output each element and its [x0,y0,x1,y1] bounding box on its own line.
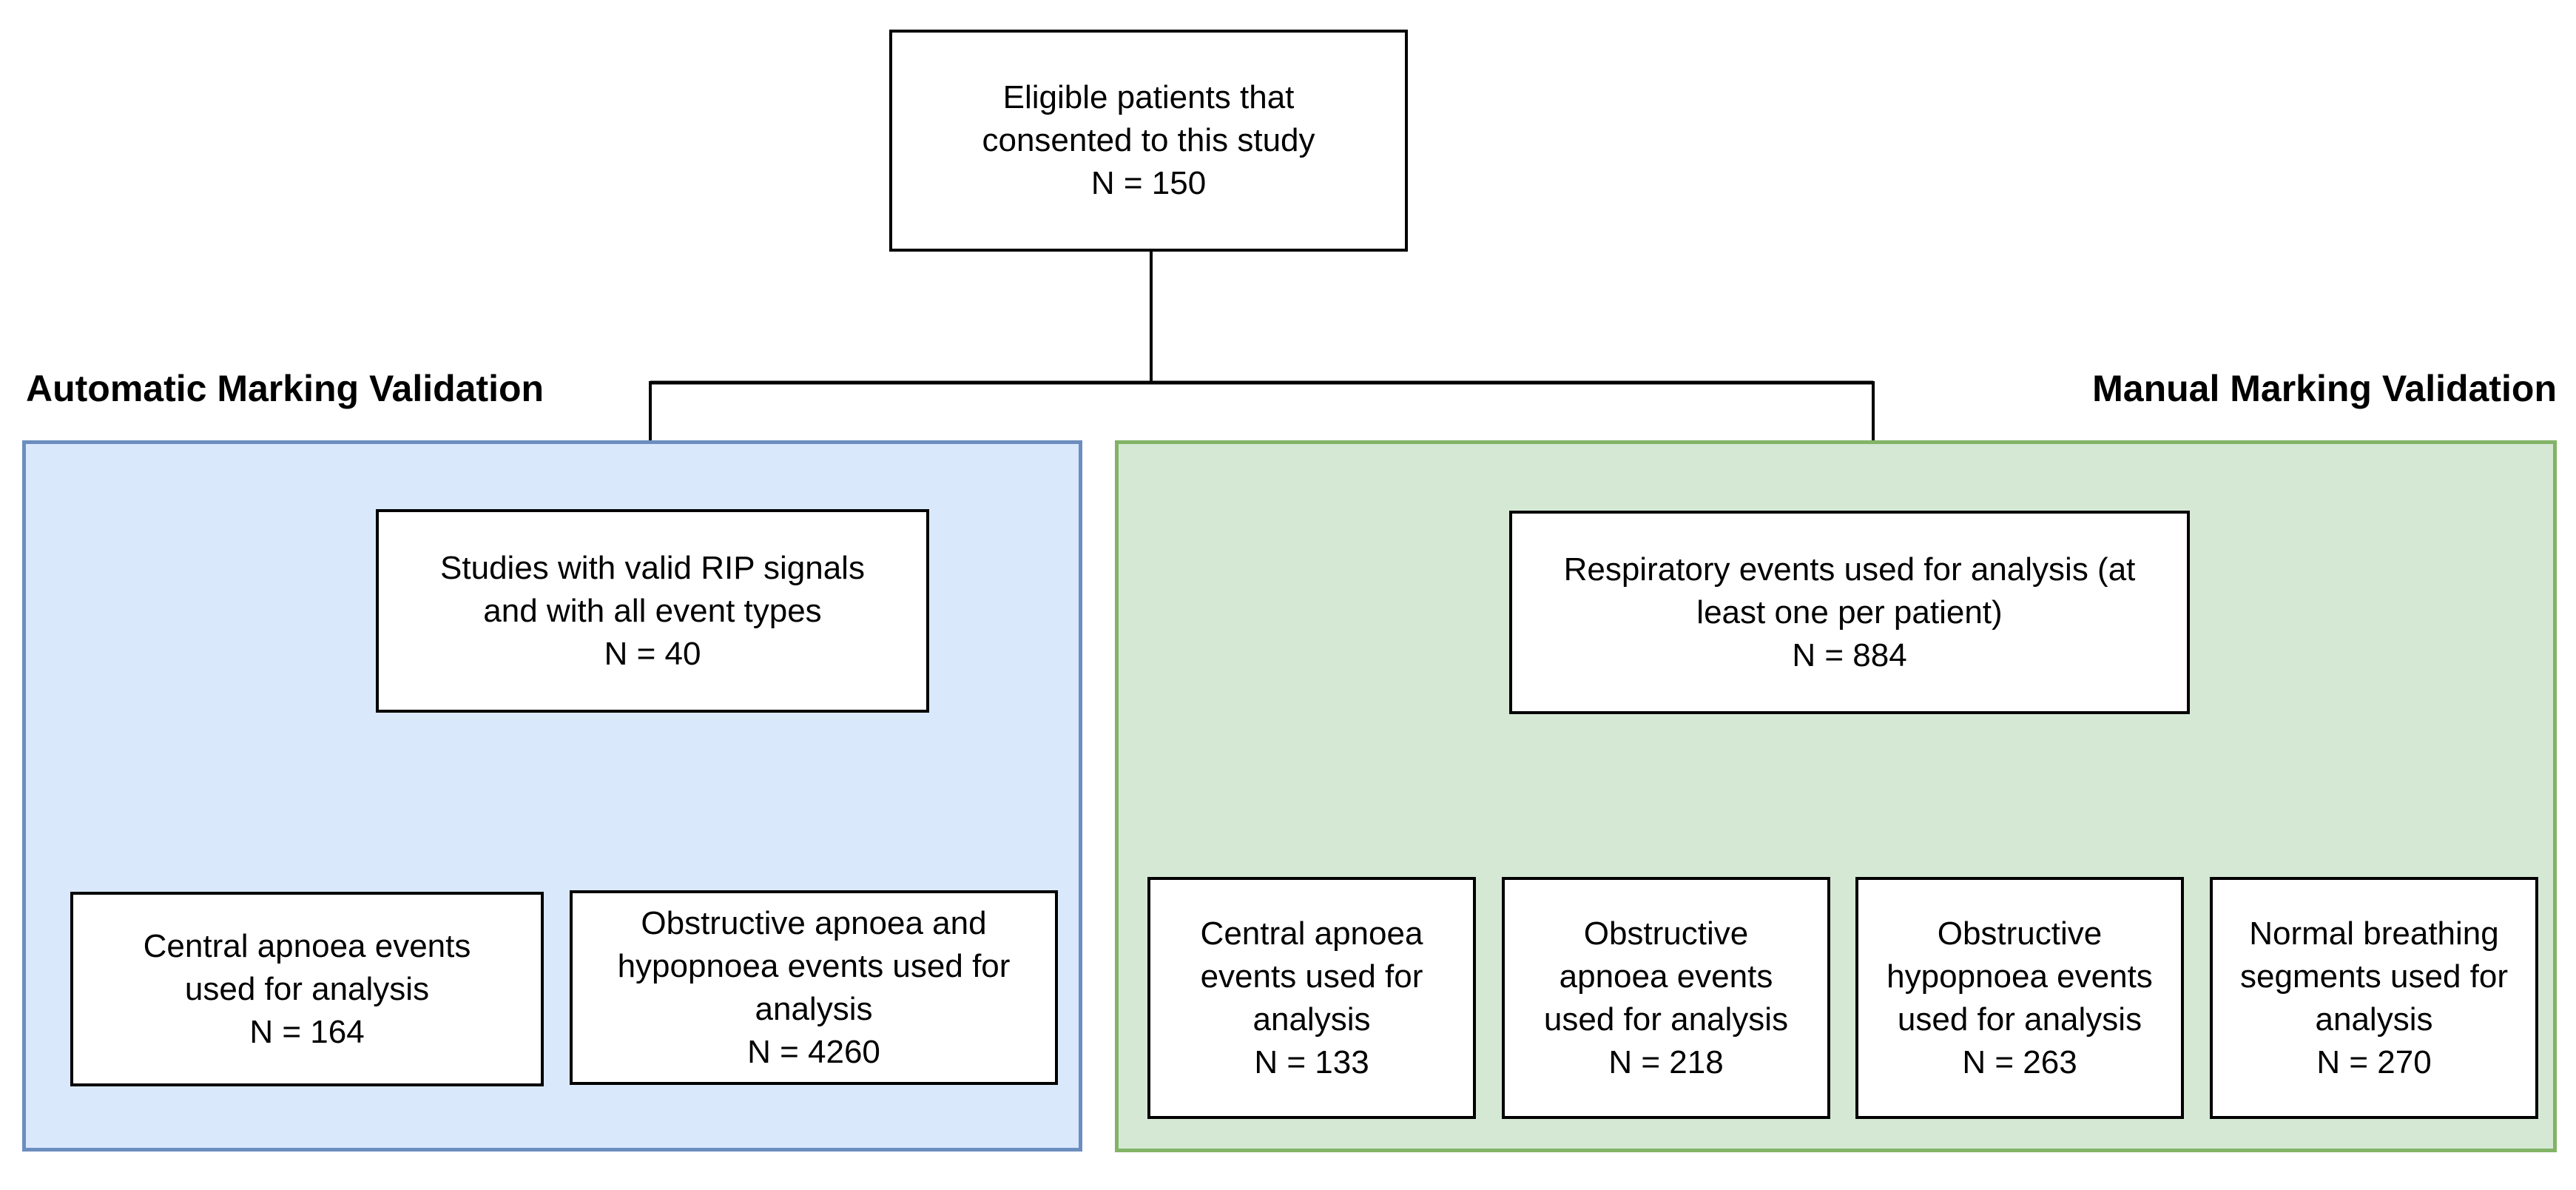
node-text: Studies with valid RIP signals and with … [440,549,865,629]
node-obstructive-hypopnoea-manual: Obstructive hypopnoea events used for an… [1855,877,2184,1119]
node-text: Obstructive hypopnoea events used for an… [1887,915,2153,1038]
node-central-apnoea-manual: Central apnoea events used for analysis … [1147,877,1476,1119]
node-eligible-patients: Eligible patients that consented to this… [889,30,1408,252]
node-count: N = 263 [1962,1043,2077,1080]
node-normal-breathing-manual: Normal breathing segments used for analy… [2210,877,2538,1119]
node-respiratory-events: Respiratory events used for analysis (at… [1509,511,2190,714]
node-count: N = 133 [1254,1043,1369,1080]
node-text: Central apnoea events used for analysis [1200,915,1423,1038]
node-count: N = 218 [1608,1043,1724,1080]
node-count: N = 884 [1792,636,1907,673]
node-obstructive-apnoea-hypopnoea-auto: Obstructive apnoea and hypopnoea events … [570,890,1058,1085]
node-count: N = 150 [1090,165,1207,201]
node-text: Normal breathing segments used for analy… [2240,915,2508,1038]
node-count: N = 4260 [747,1033,880,1070]
node-text: Respiratory events used for analysis (at… [1563,551,2136,631]
node-count: N = 40 [604,635,701,672]
node-valid-rip-studies: Studies with valid RIP signals and with … [376,509,929,713]
node-text: Obstructive apnoea and hypopnoea events … [617,904,1011,1027]
node-obstructive-apnoea-manual: Obstructive apnoea events used for analy… [1502,877,1830,1119]
node-text: Obstructive apnoea events used for analy… [1543,915,1789,1038]
manual-validation-title: Manual Marking Validation [2092,368,2557,409]
node-count: N = 270 [2316,1043,2432,1080]
node-central-apnoea-auto: Central apnoea events used for analysis … [70,892,544,1086]
node-text: Central apnoea events used for analysis [143,927,471,1007]
node-text: Eligible patients that consented to this… [982,79,1315,158]
automatic-validation-title: Automatic Marking Validation [26,368,544,409]
node-count: N = 164 [249,1013,365,1050]
